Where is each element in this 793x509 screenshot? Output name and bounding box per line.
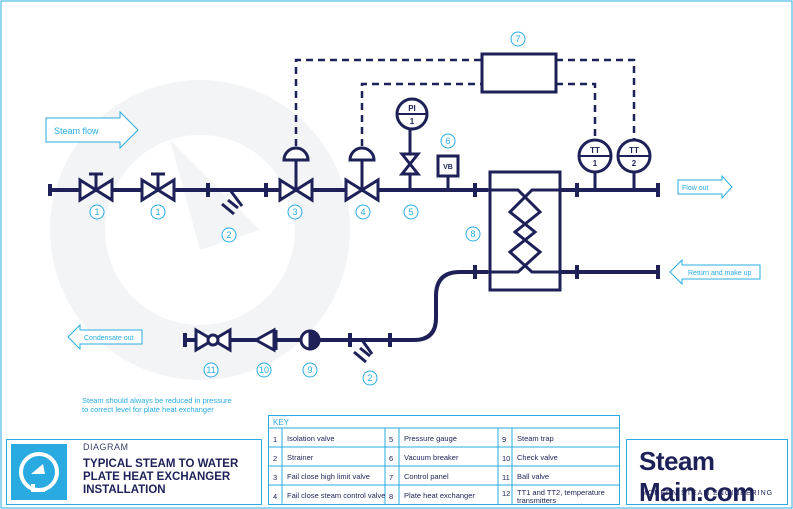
steam-flow-arrow: [45, 110, 139, 150]
tt1-number: 1: [593, 159, 598, 168]
title-line-1: TYPICAL STEAM TO WATER: [83, 458, 239, 470]
key-number: 8: [389, 492, 394, 501]
condensate-out-label: Condensate out: [84, 335, 133, 342]
tt2-label: TT: [629, 146, 639, 155]
key-number: 7: [389, 473, 394, 482]
callout-1: 1: [155, 207, 160, 217]
key-label: Fail close steam control valve: [287, 491, 386, 500]
key-label: Check valve: [517, 453, 558, 462]
key-label: Strainer: [287, 453, 314, 462]
tt2-number: 2: [632, 159, 637, 168]
pi-number: 1: [410, 117, 415, 126]
key-label: Isolation valve: [287, 434, 335, 443]
title-block: DIAGRAM TYPICAL STEAM TO WATER PLATE HEA…: [6, 439, 262, 505]
flow-out-arrow: [677, 174, 733, 200]
key-number: 3: [273, 473, 278, 482]
pipe-joints: [206, 183, 579, 347]
pressure-note: Steam should always be reduced in pressu…: [82, 396, 282, 414]
steam-flow-label: Steam flow: [54, 126, 99, 136]
key-grid: [268, 427, 620, 505]
callout-2: 2: [367, 373, 372, 383]
steam-logo-icon: [11, 444, 67, 500]
steam-trap-icon: [299, 329, 321, 351]
key-label: TT1 and TT2, temperature transmitters: [517, 488, 605, 505]
callout-10: 10: [259, 365, 269, 375]
watermark-logo: [50, 80, 350, 380]
condensate-out-arrow: [67, 323, 143, 351]
callout-9: 9: [307, 365, 312, 375]
callout-2: 2: [226, 230, 231, 240]
key-label: Pressure gauge: [404, 434, 457, 443]
isolation-valve-icon: [78, 172, 114, 203]
callout-circles: [89, 31, 526, 386]
callout-1: 1: [94, 207, 99, 217]
return-label: Return and make up: [688, 270, 752, 277]
control-signal-lines: [294, 58, 636, 146]
high-limit-valve-icon: [278, 146, 314, 203]
strainer-icon: [353, 339, 374, 364]
key-number: 5: [389, 435, 394, 444]
pi-label: PI: [408, 104, 416, 113]
key-label: Vacuum breaker: [404, 453, 459, 462]
vb-label: VB: [443, 164, 453, 171]
key-number: 6: [389, 454, 394, 463]
control-panel-icon: [480, 52, 558, 94]
isolation-valve-icon: [140, 172, 176, 203]
title-line-3: INSTALLATION: [83, 484, 166, 496]
brand-logo: Steam Main.com MODERN STEAM ENGINEERING: [626, 439, 788, 507]
note-line-2: to correct level for plate heat exchange…: [82, 405, 214, 414]
tt1-label: TT: [590, 146, 600, 155]
key-table: KEY 1 Isolation valve 2 Strainer 3 Fail …: [268, 415, 620, 505]
brand-tagline: MODERN STEAM ENGINEERING: [641, 490, 774, 497]
key-number: 11: [502, 473, 510, 482]
key-number: 9: [502, 435, 507, 444]
key-label: Steam trap: [517, 434, 554, 443]
steam-control-valve-icon: [344, 146, 380, 203]
ball-valve-icon: [194, 327, 232, 353]
key-label: Fail close high limit valve: [287, 472, 370, 481]
plate-heat-exchanger-icon: [488, 170, 562, 292]
callout-8: 8: [470, 229, 475, 239]
diagram-title: TYPICAL STEAM TO WATER PLATE HEAT EXCHAN…: [83, 458, 259, 497]
callout-11: 11: [206, 365, 215, 375]
callout-6: 6: [445, 136, 450, 146]
key-label: Control panel: [404, 472, 449, 481]
return-arrow: [669, 258, 761, 286]
callout-7: 7: [515, 34, 520, 44]
flow-out-label: Flow out: [682, 185, 709, 192]
callout-5: 5: [408, 207, 413, 217]
diagram-kicker: DIAGRAM: [83, 442, 129, 452]
callout-4: 4: [360, 207, 365, 217]
note-line-1: Steam should always be reduced in pressu…: [82, 396, 232, 405]
key-label: Plate heat exchanger: [404, 491, 475, 500]
key-number: 4: [273, 492, 278, 501]
key-label: Ball valve: [517, 472, 550, 481]
key-number: 2: [273, 454, 278, 463]
key-number: 10: [502, 454, 511, 463]
brand-name: Steam Main.com: [639, 446, 755, 507]
check-valve-icon: [252, 327, 278, 353]
temperature-transmitter-icon: [577, 138, 613, 190]
strainer-icon: [221, 189, 244, 216]
pressure-gauge-icon: [395, 97, 429, 190]
title-line-2: PLATE HEAT EXCHANGER: [83, 471, 231, 483]
key-number: 12: [502, 489, 511, 498]
vacuum-breaker-icon: [436, 154, 460, 190]
temperature-transmitter-icon: [616, 138, 652, 190]
callout-3: 3: [292, 207, 297, 217]
key-heading: KEY: [273, 418, 290, 427]
key-number: 1: [273, 435, 278, 444]
